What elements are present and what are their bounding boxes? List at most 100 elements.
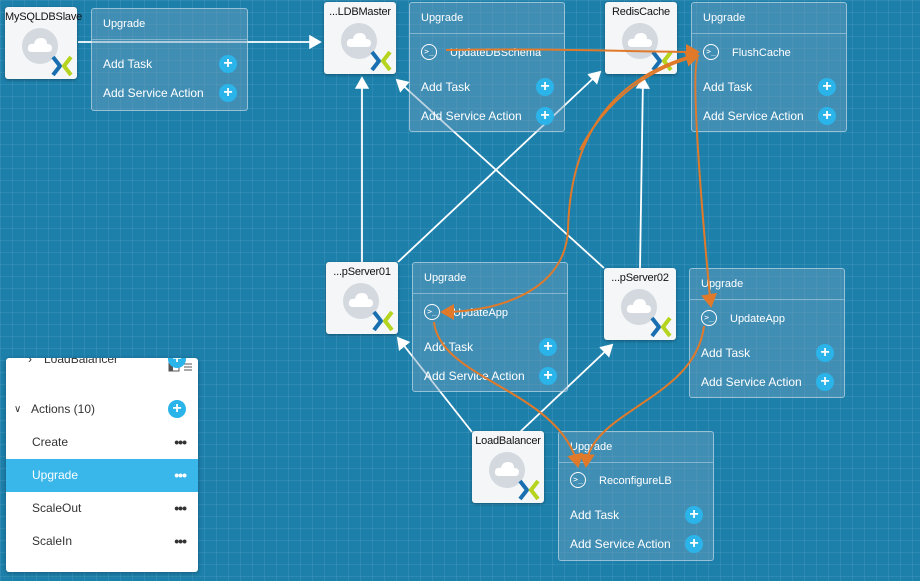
more-icon[interactable]: ••• bbox=[174, 533, 187, 549]
more-icon[interactable]: ••• bbox=[174, 434, 187, 450]
add-task-label: Add Task bbox=[703, 80, 753, 94]
add-service-action-row[interactable]: Add Service Action + bbox=[103, 82, 237, 104]
plus-icon[interactable]: + bbox=[539, 338, 557, 356]
task-label: ReconfigureLB bbox=[599, 475, 672, 487]
terminal-icon: >_ bbox=[701, 310, 717, 326]
add-task-label: Add Task bbox=[424, 340, 474, 354]
task-row[interactable]: >_ FlushCache bbox=[703, 42, 836, 64]
task-label: UpdateApp bbox=[453, 307, 509, 319]
add-task-label: Add Task bbox=[103, 57, 153, 71]
panel-app1-upgrade: Upgrade >_ UpdateApp Add Task + Add Serv… bbox=[412, 262, 568, 392]
add-task-label: Add Task bbox=[701, 346, 751, 360]
task-label: UpdateApp bbox=[730, 313, 786, 325]
service-name: ...pServer01 bbox=[333, 266, 391, 278]
task-label: UpdateDBSchema bbox=[450, 47, 542, 59]
action-label: ScaleIn bbox=[32, 534, 73, 548]
task-row[interactable]: >_ ReconfigureLB bbox=[570, 470, 703, 492]
plus-icon[interactable]: + bbox=[219, 84, 237, 102]
add-task-row[interactable]: Add Task + bbox=[701, 342, 834, 364]
add-service-action-row[interactable]: Add Service Action + bbox=[703, 105, 836, 127]
action-item-create[interactable]: Create ••• bbox=[6, 426, 198, 459]
panel-title: Upgrade bbox=[559, 432, 713, 463]
panel-title: Upgrade bbox=[92, 9, 247, 40]
terminal-icon: >_ bbox=[424, 304, 440, 320]
add-task-row[interactable]: Add Task + bbox=[421, 76, 554, 98]
add-task-row[interactable]: Add Task + bbox=[424, 336, 557, 358]
nutanix-x-icon bbox=[651, 51, 673, 71]
actions-header-label: Actions (10) bbox=[31, 402, 96, 416]
add-service-action-label: Add Service Action bbox=[421, 109, 522, 123]
tree-item-load-balancer[interactable]: › LoadBalancer + bbox=[6, 358, 198, 376]
add-task-row[interactable]: Add Task + bbox=[703, 76, 836, 98]
add-service-action-row[interactable]: Add Service Action + bbox=[570, 533, 703, 555]
task-row[interactable]: >_ UpdateApp bbox=[701, 308, 834, 330]
service-name: ...pServer02 bbox=[611, 272, 669, 284]
plus-icon[interactable]: + bbox=[685, 506, 703, 524]
panel-slave-upgrade: Upgrade Add Task + Add Service Action + bbox=[91, 8, 248, 111]
service-name: MySQLDBSlave bbox=[5, 11, 83, 23]
plus-icon[interactable]: + bbox=[818, 78, 836, 96]
nutanix-x-icon bbox=[372, 311, 394, 331]
panel-title: Upgrade bbox=[413, 263, 567, 294]
add-service-action-row[interactable]: Add Service Action + bbox=[701, 371, 834, 393]
add-task-label: Add Task bbox=[421, 80, 471, 94]
service-mysql-master[interactable]: ...LDBMaster bbox=[324, 2, 396, 74]
plus-icon[interactable]: + bbox=[816, 344, 834, 362]
terminal-icon: >_ bbox=[570, 472, 586, 488]
action-item-upgrade[interactable]: Upgrade ••• bbox=[6, 459, 198, 492]
service-name: ...LDBMaster bbox=[329, 6, 391, 18]
terminal-icon: >_ bbox=[703, 44, 719, 60]
plus-icon[interactable]: + bbox=[818, 107, 836, 125]
cloud-icon bbox=[341, 23, 377, 59]
panel-title: Upgrade bbox=[692, 3, 846, 34]
add-task-row[interactable]: Add Task + bbox=[570, 504, 703, 526]
add-service-action-label: Add Service Action bbox=[424, 369, 525, 383]
action-label: Upgrade bbox=[32, 468, 79, 482]
plus-icon[interactable]: + bbox=[219, 55, 237, 73]
plus-icon[interactable]: + bbox=[539, 367, 557, 385]
panel-title: Upgrade bbox=[410, 3, 564, 34]
nutanix-x-icon bbox=[518, 480, 540, 500]
service-load-balancer[interactable]: LoadBalancer bbox=[472, 431, 544, 503]
add-action-button[interactable]: + bbox=[168, 400, 186, 418]
panel-redis-upgrade: Upgrade >_ FlushCache Add Task + Add Ser… bbox=[691, 2, 847, 132]
plus-icon[interactable]: + bbox=[816, 373, 834, 391]
action-item-scaleout[interactable]: ScaleOut ••• bbox=[6, 492, 198, 525]
nutanix-x-icon bbox=[51, 56, 73, 76]
nutanix-x-icon bbox=[650, 317, 672, 337]
service-name: RedisCache bbox=[612, 6, 670, 18]
plus-icon[interactable]: + bbox=[685, 535, 703, 553]
service-app-server-01[interactable]: ...pServer01 bbox=[326, 262, 398, 334]
task-row[interactable]: >_ UpdateApp bbox=[424, 302, 557, 324]
actions-header[interactable]: ∨ Actions (10) + bbox=[6, 393, 198, 426]
task-label: FlushCache bbox=[732, 47, 791, 59]
panel-lb-upgrade: Upgrade >_ ReconfigureLB Add Task + Add … bbox=[558, 431, 714, 561]
add-service-action-row[interactable]: Add Service Action + bbox=[424, 365, 557, 387]
add-service-action-label: Add Service Action bbox=[703, 109, 804, 123]
plus-icon[interactable]: + bbox=[536, 107, 554, 125]
add-service-action-label: Add Service Action bbox=[103, 86, 204, 100]
add-task-label: Add Task bbox=[570, 508, 620, 522]
action-item-scalein[interactable]: ScaleIn ••• bbox=[6, 525, 198, 558]
add-service-action-label: Add Service Action bbox=[570, 537, 671, 551]
tree-item-label: LoadBalancer bbox=[44, 358, 119, 366]
panel-app2-upgrade: Upgrade >_ UpdateApp Add Task + Add Serv… bbox=[689, 268, 845, 398]
plus-icon[interactable]: + bbox=[168, 358, 186, 368]
task-row[interactable]: >_ UpdateDBSchema bbox=[421, 42, 554, 64]
more-icon[interactable]: ••• bbox=[174, 500, 187, 516]
action-label: ScaleOut bbox=[32, 501, 82, 515]
panel-title: Upgrade bbox=[690, 269, 844, 300]
service-mysql-slave[interactable]: MySQLDBSlave bbox=[5, 7, 83, 79]
service-redis-cache[interactable]: RedisCache bbox=[605, 2, 677, 74]
panel-master-upgrade: Upgrade >_ UpdateDBSchema Add Task + Add… bbox=[409, 2, 565, 132]
add-task-row[interactable]: Add Task + bbox=[103, 53, 237, 75]
service-app-server-02[interactable]: ...pServer02 bbox=[604, 268, 676, 340]
more-icon[interactable]: ••• bbox=[174, 467, 187, 483]
actions-panel: › LoadBalancer + ∨ Actions (10) + Create… bbox=[6, 358, 198, 572]
wire-app2-to-redis bbox=[635, 76, 651, 269]
add-service-action-row[interactable]: Add Service Action + bbox=[421, 105, 554, 127]
nutanix-x-icon bbox=[370, 51, 392, 71]
add-service-action-label: Add Service Action bbox=[701, 375, 802, 389]
chevron-right-icon: › bbox=[28, 358, 32, 366]
plus-icon[interactable]: + bbox=[536, 78, 554, 96]
